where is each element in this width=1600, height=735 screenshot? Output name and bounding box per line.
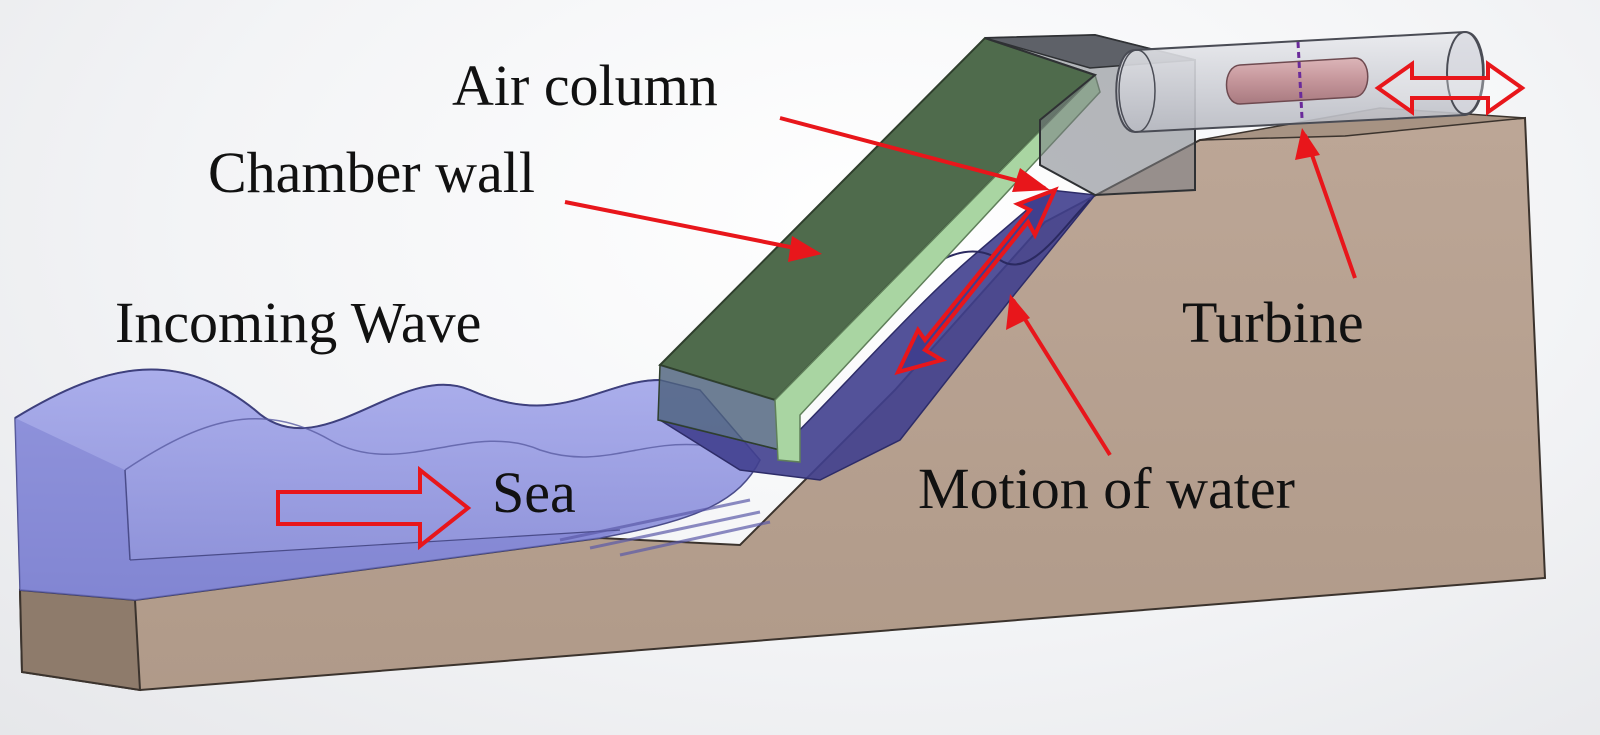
turbine-tube-inlet	[1118, 49, 1156, 133]
wave-crest-line	[14, 368, 661, 430]
motion-of-water-pointer	[1011, 298, 1112, 457]
ground-left-side	[18, 588, 142, 692]
sea-floor-line	[129, 529, 621, 561]
sea-body	[14, 368, 761, 601]
chamber-wall-pointer	[564, 200, 816, 254]
turbine-housing	[1115, 30, 1485, 134]
double-headed-arrow-icon	[1374, 60, 1526, 116]
water-motion-double-arrow	[894, 186, 1059, 376]
right-arrow-icon	[276, 465, 472, 551]
double-headed-arrow-icon	[894, 186, 1059, 376]
sea-edge-line	[124, 469, 131, 561]
label-sea: Sea	[492, 460, 576, 525]
label-turbine: Turbine	[1182, 290, 1364, 355]
label-motion-of-water: Motion of water	[918, 456, 1295, 521]
air-column-arrowhead	[1012, 168, 1050, 192]
air-column-pointer	[779, 116, 1046, 190]
motion-of-water-arrowhead	[1006, 294, 1030, 330]
label-air-column: Air column	[452, 53, 718, 118]
turbine-arrowhead	[1295, 128, 1320, 160]
annotation-arrows	[564, 116, 1357, 457]
sea-front-surface	[15, 418, 620, 600]
turbine-rotor	[1225, 57, 1369, 105]
chamber-floor-stripes	[559, 498, 771, 557]
turbine-tube-end	[1446, 31, 1484, 115]
label-chamber-wall: Chamber wall	[208, 140, 535, 205]
label-incoming-wave: Incoming Wave	[115, 290, 481, 355]
turbine-pointer	[1303, 134, 1357, 279]
wave-crest-line-back	[124, 417, 701, 471]
chamber-wall-arrowhead	[788, 236, 822, 262]
turbine-blade-plane	[1296, 41, 1304, 119]
